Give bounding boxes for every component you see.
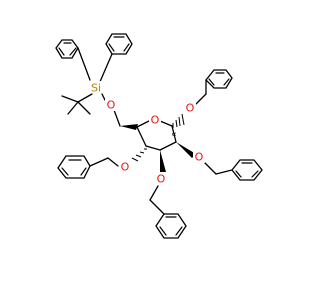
- atom-o-c3: O: [157, 173, 166, 186]
- atom-o-c2: O: [195, 151, 204, 164]
- bond-o-ch2-c1: [195, 93, 207, 105]
- phenyl-ring-c2: [231, 159, 263, 181]
- structure-diagram: Si O O O O O O α: [55, 33, 263, 239]
- bond-ch2-ph-c2: [215, 169, 233, 175]
- bond-o-ch2-c4: [107, 157, 119, 167]
- atom-o-ring: O: [151, 114, 160, 127]
- phenyl-ring-c4: [57, 155, 91, 179]
- atom-o-c4: O: [121, 161, 130, 174]
- phenyl-ring-c3: [155, 213, 187, 239]
- bond-ch2-ph-c4: [89, 157, 109, 167]
- phenyl-ring-c1: [205, 69, 233, 89]
- tert-butyl-group: [61, 93, 93, 115]
- wedge-c5-c6: [120, 124, 138, 130]
- hash-c1-o: [172, 113, 185, 128]
- pyranose-ring: [136, 120, 177, 151]
- hash-c4-o: [131, 148, 147, 162]
- bond-o-ch2-c3: [149, 185, 159, 201]
- bond-o-ch2: [113, 109, 121, 127]
- stereo-label-c1: α: [172, 130, 176, 138]
- phenyl-ring-si-right: [105, 33, 133, 55]
- atom-si: Si: [91, 82, 101, 95]
- bond-phenyl2-si: [98, 53, 113, 85]
- phenyl-ring-si-left: [55, 39, 79, 59]
- wedge-c2-o: [176, 142, 196, 158]
- atom-o-silyl-ether: O: [107, 99, 116, 112]
- bond-o-ch2-c2: [203, 161, 217, 175]
- bond-phenyl1-si: [77, 47, 91, 81]
- wedge-c3-o: [160, 150, 166, 172]
- atom-o-anomeric: O: [186, 102, 195, 115]
- bond-ch2-ph-c3: [149, 199, 165, 215]
